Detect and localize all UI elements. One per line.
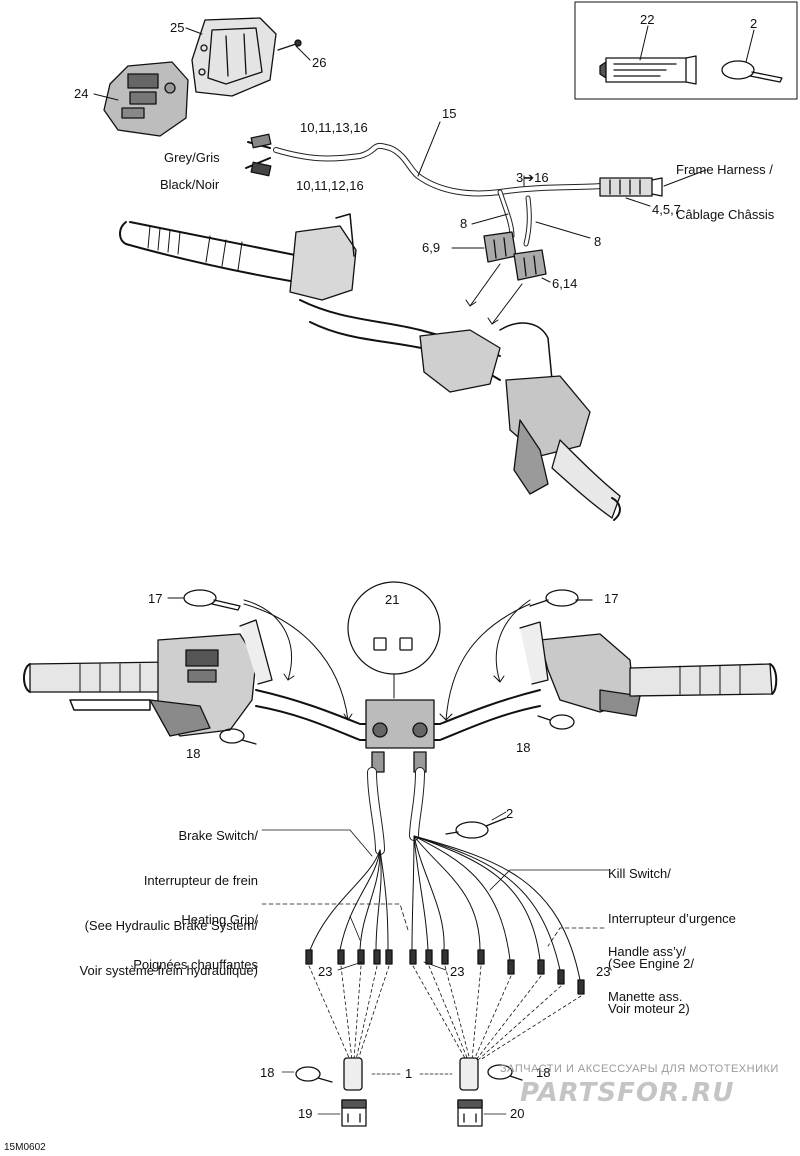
label-handle-assy: Handle ass’y/ Manette ass.: [608, 914, 686, 1019]
handle-line-2: Manette ass.: [608, 989, 683, 1004]
callout-6-14: 6,14: [552, 276, 578, 291]
switch-housing-front: [103, 61, 189, 137]
callout-23-a: 23: [318, 964, 333, 979]
label-black: Black/Noir: [160, 177, 220, 192]
cable-tie-17-left: [183, 589, 241, 611]
brake-line-1: Brake Switch/: [178, 828, 258, 843]
callout-8-right: 8: [594, 234, 602, 249]
callout-19: 19: [298, 1106, 313, 1121]
cable-tie-2-mid: [445, 817, 507, 839]
connector-19: [341, 1099, 367, 1127]
brake-line-2: Interrupteur de frein: [143, 873, 258, 888]
watermark-logo: PARTSFOR.RU: [520, 1078, 735, 1108]
cable-tie-18-bottom-right: [487, 1064, 523, 1081]
handle-line-1: Handle ass’y/: [608, 944, 687, 959]
callout-18-bottom-right: 18: [536, 1065, 551, 1080]
kit-inset-box: [574, 1, 798, 100]
callout-17-right: 17: [604, 591, 619, 606]
grease-tube-icon: [599, 55, 697, 85]
callout-15: 15: [442, 106, 457, 121]
callout-4-5-7: 4,5,7: [652, 202, 681, 217]
connector-6-14: [513, 249, 547, 281]
connector-1-right: [459, 1057, 479, 1091]
upper-handlebar-assembly: [119, 213, 621, 521]
callout-2-mid: 2: [506, 806, 514, 821]
kill-line-3: (See Engine 2/: [608, 956, 695, 971]
callout-18-right: 18: [516, 740, 531, 755]
cable-tie-18-right: [537, 714, 575, 730]
frame-harness-line-1: Frame Harness /: [676, 162, 773, 177]
callout-17-left: 17: [148, 591, 163, 606]
screw-icon: [277, 39, 302, 51]
label-kill-switch: Kill Switch/ Interrupteur d’urgence (See…: [608, 836, 736, 1031]
callout-grey-refs: 10,11,13,16: [300, 120, 368, 135]
label-grey: Grey/Gris: [164, 150, 220, 165]
callout-18-left: 18: [186, 746, 201, 761]
cable-tie-18-bottom-left: [295, 1066, 333, 1083]
callout-25: 25: [170, 20, 185, 35]
cable-tie-17-right: [529, 589, 593, 607]
label-brake-switch: Brake Switch/ Interrupteur de frein (See…: [30, 798, 258, 993]
frame-harness-line-2: Câblage Châssis: [676, 207, 775, 222]
kill-line-4: Voir moteur 2): [608, 1001, 690, 1016]
label-heating-grip: Heating Grip/ Poignées chauffantes: [60, 882, 258, 987]
heating-line-1: Heating Grip/: [181, 912, 258, 927]
callout-24: 24: [74, 86, 89, 101]
brake-line-4: Voir système frein hydraulique): [79, 963, 258, 978]
callout-22: 22: [640, 12, 655, 27]
callout-black-refs: 10,11,12,16: [296, 178, 364, 193]
cable-tie-icon: [721, 60, 783, 83]
frame-connector: [599, 177, 663, 197]
switch-housing-cover: [191, 17, 277, 97]
label-frame-harness: Frame Harness / Câblage Châssis: [676, 132, 774, 237]
callout-23-c: 23: [596, 964, 611, 979]
callout-1: 1: [405, 1066, 413, 1081]
kill-line-1: Kill Switch/: [608, 866, 671, 881]
diagram-code: 15M0602: [4, 1142, 46, 1153]
callout-21: 21: [385, 592, 400, 607]
connector-6-9: [483, 231, 517, 263]
callout-18-bottom-left: 18: [260, 1065, 275, 1080]
brake-line-3: (See Hydraulic Brake System/: [84, 918, 258, 933]
lower-handlebar-assembly: [23, 619, 778, 773]
callout-3-16: 3➔16: [516, 170, 549, 185]
terminal-connectors: [305, 949, 585, 995]
watermark-text: ЗАПЧАСТИ И АКСЕССУАРЫ ДЛЯ МОТОТЕХНИКИ: [500, 1063, 779, 1075]
connector-1-left: [343, 1057, 363, 1091]
callout-8-left: 8: [460, 216, 468, 231]
cable-tie-18-left: [219, 728, 257, 745]
callout-23-b: 23: [450, 964, 465, 979]
callout-20: 20: [510, 1106, 525, 1121]
callout-26: 26: [312, 55, 327, 70]
kill-line-2: Interrupteur d’urgence: [608, 911, 736, 926]
callout-6-9: 6,9: [422, 240, 441, 255]
heating-line-2: Poignées chauffantes: [133, 957, 258, 972]
connector-20: [457, 1099, 483, 1127]
callout-2-kit: 2: [750, 16, 758, 31]
